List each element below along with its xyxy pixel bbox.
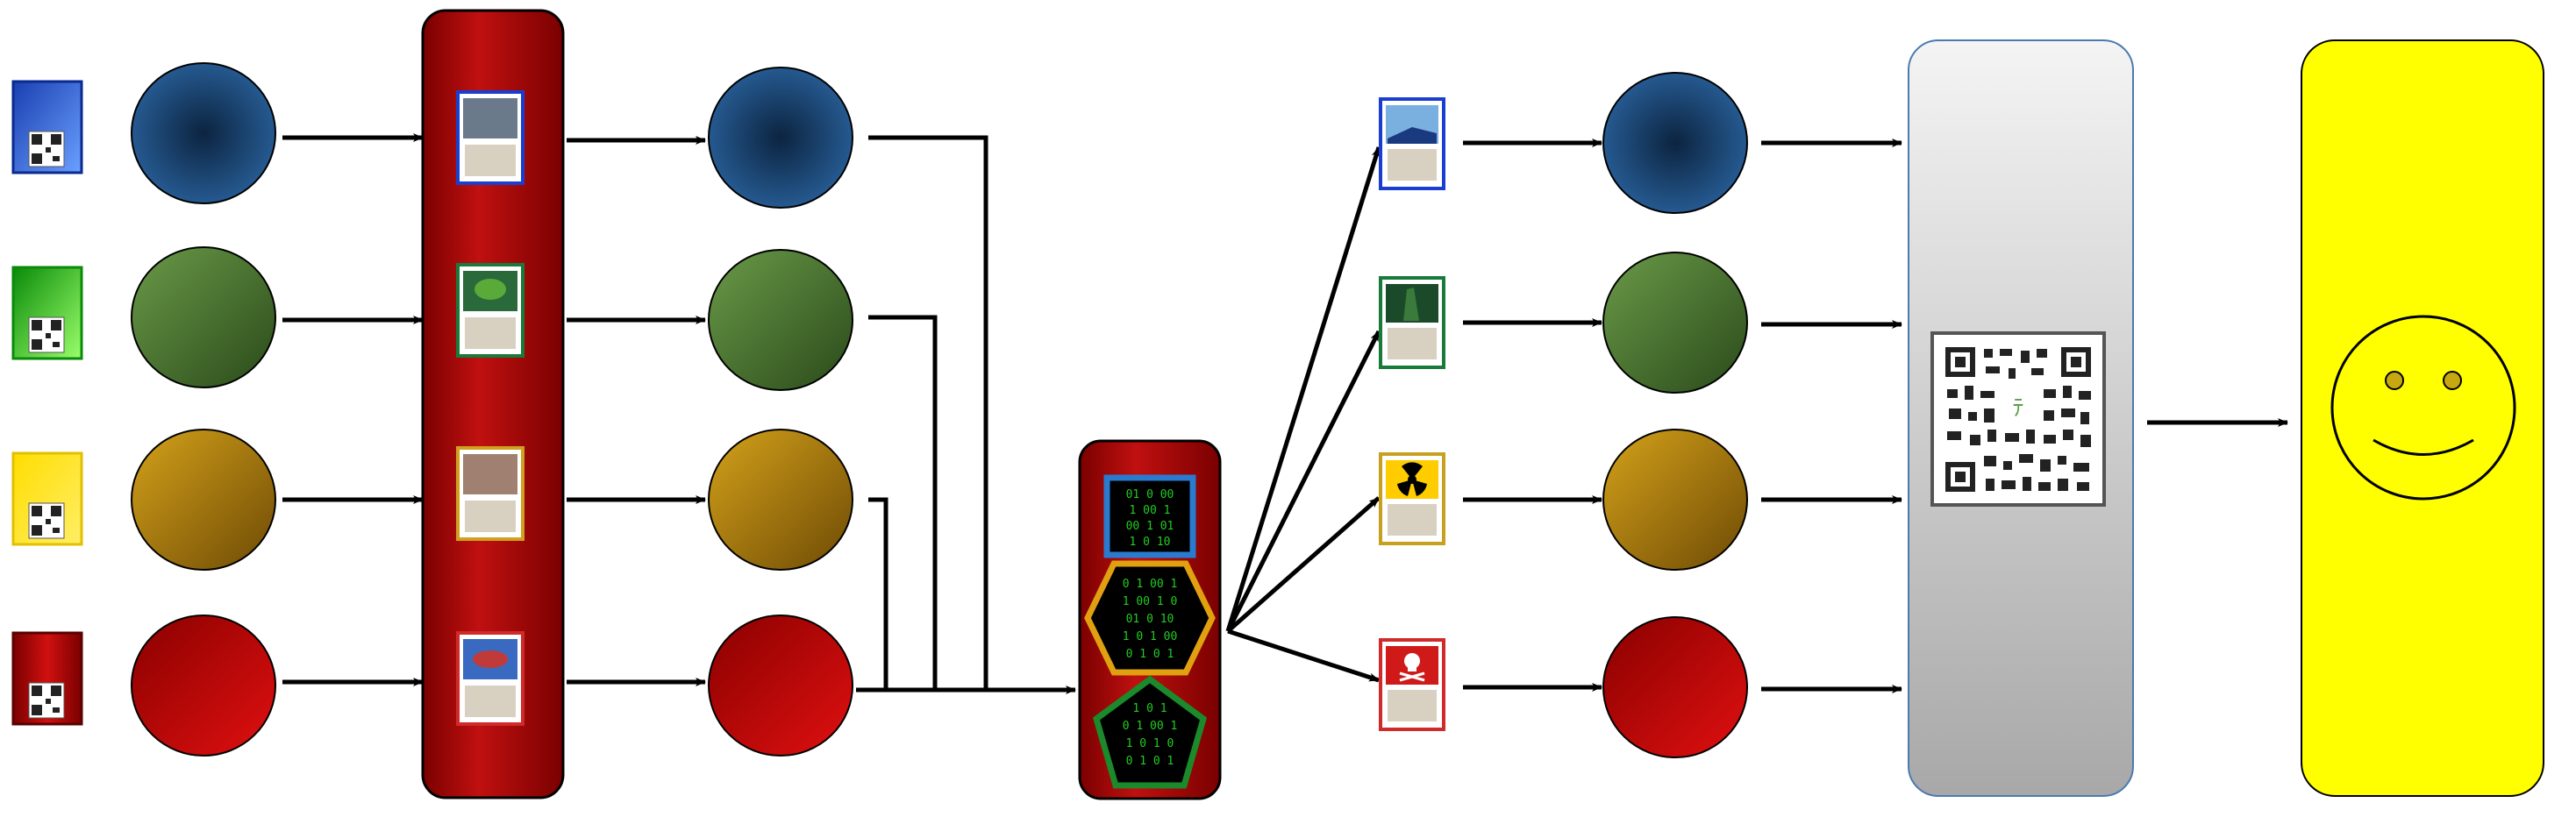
first-circle-red [131,615,276,757]
tree-icon [1403,288,1419,321]
connector-green [868,315,938,690]
merge-connectors [856,135,1076,694]
binary-panel: 01 0 00 1 00 1 00 1 01 1 0 10 0 1 00 1 1… [1078,439,1222,800]
blue-qr-thumbnail [11,80,83,174]
card-red [456,631,524,726]
second-circle-red [708,615,853,757]
output-cards [1379,97,1445,731]
second-circle-blue [708,67,853,209]
output-card-green [1379,276,1445,369]
card-blue [456,90,524,185]
card-panel [421,9,565,799]
arrow [1225,330,1381,633]
third-circle-red [1602,616,1748,758]
second-circle-column [708,67,853,757]
qr-panel: ﾃ [1908,39,2134,797]
svg-text:01 0 10: 01 0 10 [1126,613,1174,626]
arrows-to-second-circles [567,136,706,686]
svg-text:0 1 00 1: 0 1 00 1 [1123,578,1178,591]
binary-hexagon: 0 1 00 1 1 00 1 0 01 0 10 1 0 1 00 0 1 0… [1084,560,1216,676]
red-qr-thumbnail [11,631,83,726]
binary-pentagon: 1 0 1 0 1 00 1 1 0 1 0 0 1 0 1 [1092,675,1208,789]
first-circle-column [131,62,276,757]
svg-text:ﾃ: ﾃ [2012,395,2023,422]
svg-text:0 1 00 1: 0 1 00 1 [1123,720,1178,733]
svg-text:1 0 1 0: 1 0 1 0 [1126,737,1174,750]
svg-text:1 00 1: 1 00 1 [1130,504,1171,517]
svg-text:00 1 01: 00 1 01 [1126,520,1174,533]
card-green [456,263,524,358]
arrows-to-third-circles [1463,139,1602,692]
third-circle-column [1602,72,1748,758]
svg-text:1 00 1 0: 1 00 1 0 [1123,595,1178,608]
smiley-face-icon [2330,315,2516,501]
svg-text:01 0 00: 01 0 00 [1126,488,1174,501]
arrows-to-qr-panel [1761,139,1902,693]
binary-square: 01 0 00 1 00 1 00 1 01 1 0 10 [1103,474,1196,558]
first-circle-green [131,246,276,388]
sky-icon [1388,127,1437,144]
skull-icon [1399,653,1425,682]
arrow [1226,496,1381,633]
first-circle-blue [131,62,276,204]
output-card-yellow [1379,452,1445,545]
output-card-blue [1379,97,1445,190]
third-circle-blue [1602,72,1748,214]
second-circle-yellow [708,429,853,571]
output-card-red [1379,638,1445,731]
arrow [1225,146,1381,632]
yellow-qr-thumbnail [11,451,83,546]
arrows-to-card-panel [282,133,424,686]
final-panel [2301,39,2544,797]
input-thumbnails [11,80,83,726]
qr-code-icon: ﾃ [1930,331,2106,507]
svg-text:1 0 1 00: 1 0 1 00 [1123,630,1178,643]
third-circle-yellow [1602,429,1748,571]
svg-text:0 1 0 1: 0 1 0 1 [1126,755,1174,768]
radiation-icon [1397,462,1427,496]
connector-yellow [868,497,888,690]
first-circle-yellow [131,429,276,571]
svg-text:0 1 0 1: 0 1 0 1 [1126,648,1174,661]
svg-text:1 0 1: 1 0 1 [1132,702,1167,715]
connector-blue [868,135,988,690]
green-qr-thumbnail [11,266,83,360]
arrow [1227,629,1380,683]
second-circle-green [708,249,853,391]
card-yellow [456,446,524,541]
fanout-arrows [1225,146,1381,683]
svg-text:1 0 10: 1 0 10 [1130,536,1171,549]
third-circle-green [1602,252,1748,394]
